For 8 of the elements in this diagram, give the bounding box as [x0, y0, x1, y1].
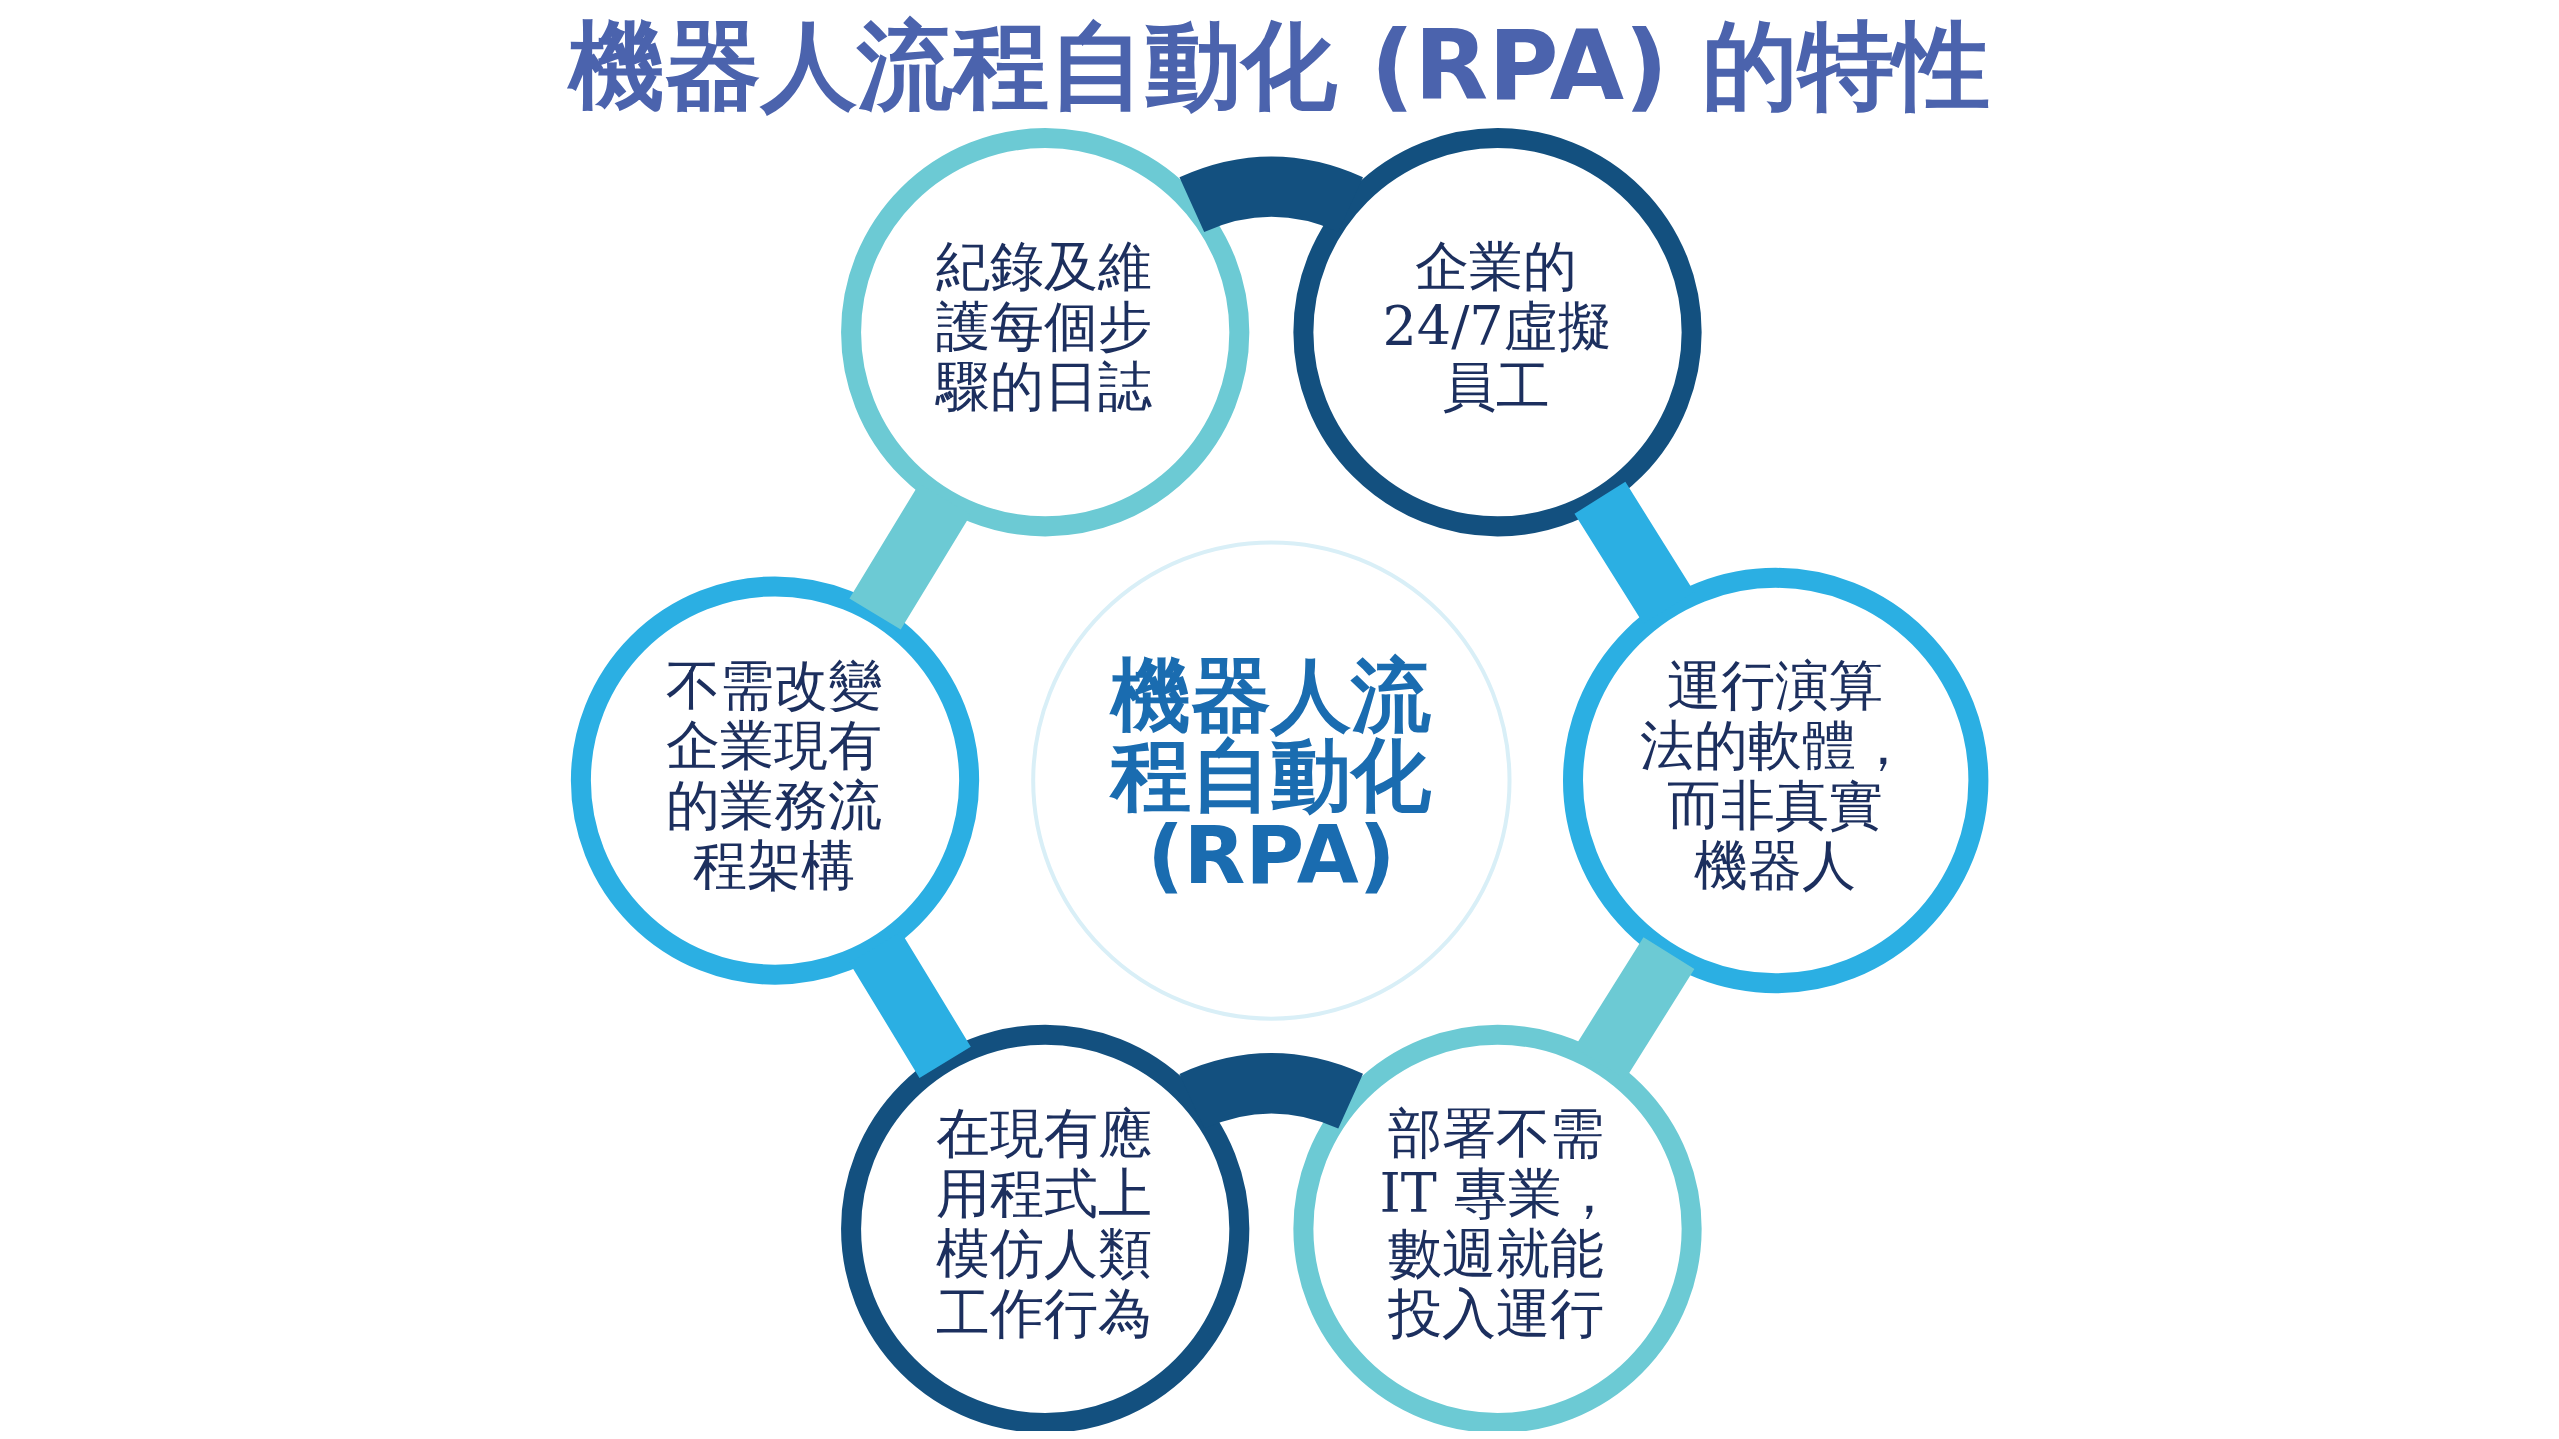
node-circle: 不需改變企業現有的業務流程架構	[570, 576, 980, 985]
node-circle: 企業的24/7虛擬員工	[1293, 128, 1702, 537]
node-circle: 部署不需IT 專業，數週就能投入運行	[1293, 1024, 1702, 1431]
node-circle: 運行演算法的軟體，而非真實機器人	[1563, 567, 1989, 994]
node-circle: 機器人流程自動化(RPA)	[1031, 540, 1512, 1021]
diagram-title: 機器人流程自動化 (RPA) 的特性	[569, 9, 1990, 122]
node-circle: 在現有應用程式上模仿人類工作行為	[841, 1024, 1250, 1431]
node-circle: 紀錄及維護每個步驟的日誌	[841, 128, 1250, 537]
